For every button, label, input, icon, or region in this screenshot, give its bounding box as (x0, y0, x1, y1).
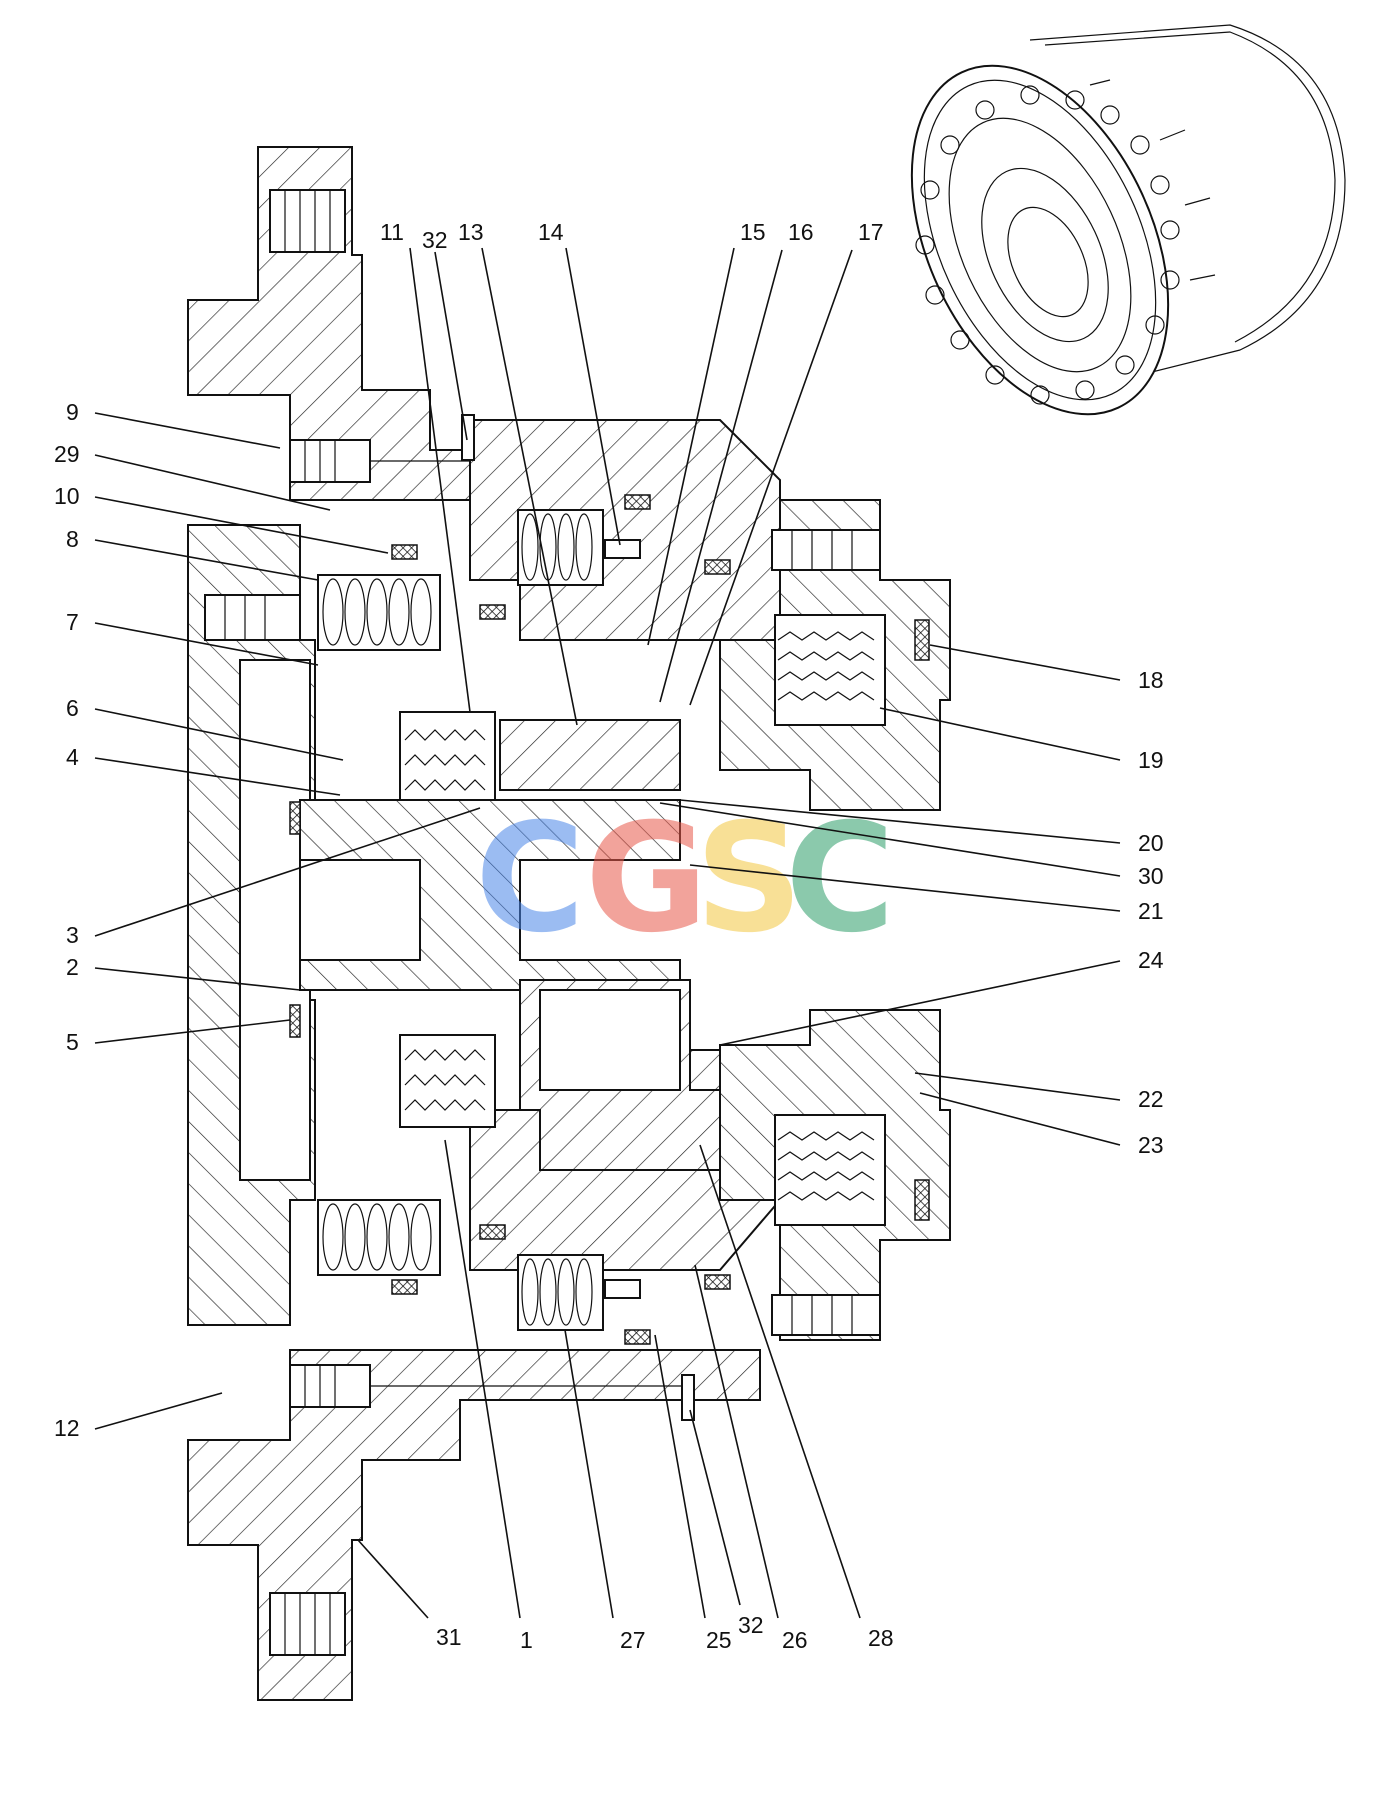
seal (914, 1179, 930, 1221)
part-label-22: 22 (1138, 1086, 1164, 1112)
part-label-25: 25 (706, 1627, 732, 1653)
seal (704, 1274, 731, 1290)
seal (914, 619, 930, 661)
part-number-labels: 9 29 10 8 7 6 4 3 2 5 12 11 32 13 14 15 … (54, 219, 1164, 1653)
part-label-10: 10 (54, 483, 80, 509)
pin-upper (604, 539, 641, 559)
part-label-6: 6 (66, 695, 79, 721)
watermark-letter-g: G (585, 792, 708, 966)
part-label-16: 16 (788, 219, 814, 245)
part-label-26: 26 (782, 1627, 808, 1653)
part-label-12: 12 (54, 1415, 80, 1441)
seal (391, 544, 418, 560)
part-label-2: 2 (66, 954, 79, 980)
motor-iso-view (910, 24, 1346, 416)
left-springs-lower (317, 1199, 441, 1276)
part-label-20: 20 (1138, 830, 1164, 856)
seal (704, 559, 731, 575)
center-springs-upper (517, 509, 604, 586)
part-label-23: 23 (1138, 1132, 1164, 1158)
leader-lines (94, 247, 1121, 1619)
part-label-7: 7 (66, 609, 79, 635)
part-label-5: 5 (66, 1029, 79, 1055)
carrier-cavity (539, 989, 681, 1091)
part-label-28: 28 (868, 1625, 894, 1651)
left-springs-upper (317, 574, 441, 651)
top-flange-bolt-hole (269, 189, 346, 253)
part-label-1: 1 (520, 1627, 533, 1653)
part-label-27: 27 (620, 1627, 646, 1653)
part-label-19: 19 (1138, 747, 1164, 773)
watermark-letter-s: S (695, 792, 803, 966)
part-label-32-top: 32 (422, 227, 448, 253)
part-label-29: 29 (54, 441, 80, 467)
part-label-9: 9 (66, 399, 79, 425)
left-housing-bolt (204, 594, 301, 641)
bottom-flange-bolt-hole (269, 1592, 346, 1656)
seal (289, 1004, 301, 1038)
part-label-8: 8 (66, 526, 79, 552)
part-label-31: 31 (436, 1624, 462, 1650)
seal (391, 1279, 418, 1295)
hub-upper-bolt (771, 529, 881, 571)
center-springs-lower (517, 1254, 604, 1331)
watermark-letter-c2: C (785, 792, 895, 966)
hub-lower-bolt (771, 1294, 881, 1336)
shaft-bore (299, 859, 421, 961)
cap-screw-upper (289, 439, 371, 483)
part-label-15: 15 (740, 219, 766, 245)
part-label-32-bottom: 32 (738, 1612, 764, 1638)
seal (624, 1329, 651, 1345)
right-disc-pack-upper (774, 614, 886, 726)
part-label-30: 30 (1138, 863, 1164, 889)
watermark-letter-c1: C (475, 792, 585, 966)
cross-section-body (187, 146, 951, 1701)
left-disc-pack-upper (399, 711, 496, 805)
planet-gear-pin (499, 719, 681, 791)
part-label-3: 3 (66, 922, 79, 948)
part-label-18: 18 (1138, 667, 1164, 693)
cgsc-watermark: C G S C (475, 792, 895, 966)
part-label-17: 17 (858, 219, 884, 245)
part-label-13: 13 (458, 219, 484, 245)
seal (479, 604, 506, 620)
dowel-lower (681, 1374, 695, 1421)
left-disc-pack-lower (399, 1034, 496, 1128)
pin-lower (604, 1279, 641, 1299)
part-label-4: 4 (66, 744, 79, 770)
part-label-24: 24 (1138, 947, 1164, 973)
right-disc-pack-lower (774, 1114, 886, 1226)
seal (624, 494, 651, 510)
part-label-14: 14 (538, 219, 564, 245)
part-label-21: 21 (1138, 898, 1164, 924)
seal (289, 801, 301, 835)
cap-screw-lower (289, 1364, 371, 1408)
seal (479, 1224, 506, 1240)
part-label-11: 11 (380, 219, 404, 245)
